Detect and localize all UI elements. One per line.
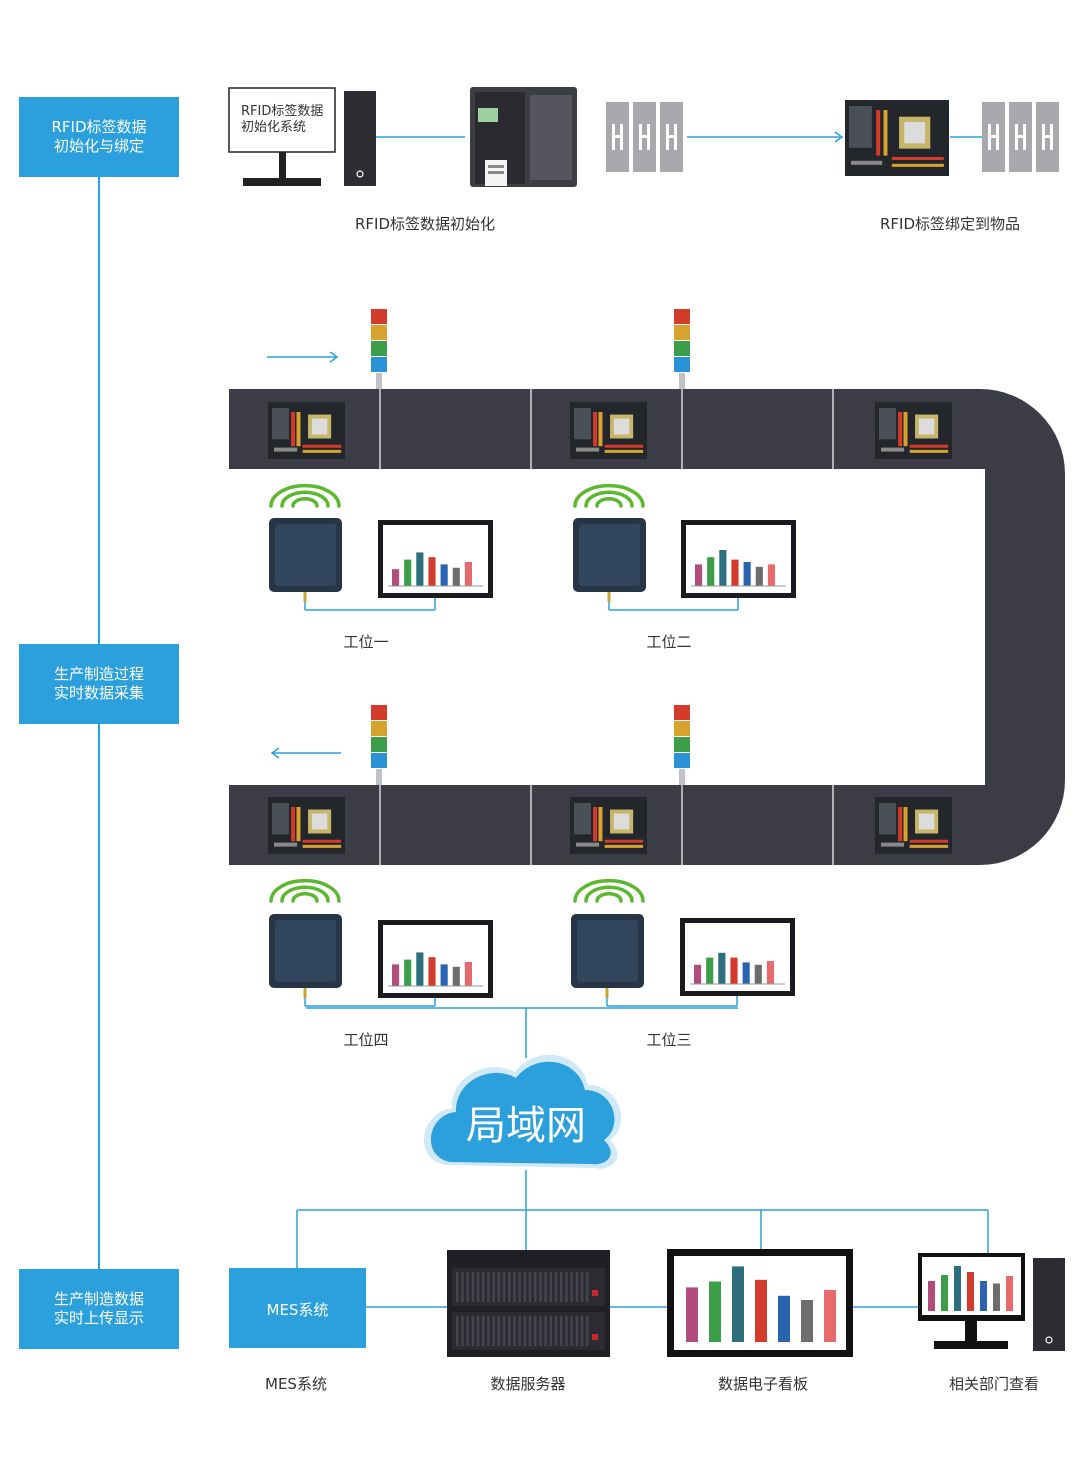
motherboard-icon <box>570 797 647 854</box>
rfid-reader-icon <box>573 518 646 602</box>
phase-upload-line2: 实时上传显示 <box>53 1309 144 1327</box>
init-system-label: RFID标签数据 初始化系统 <box>241 104 333 136</box>
tower-light-icon <box>674 309 690 389</box>
dashboard-icon <box>681 520 796 598</box>
station-label-2: 工位二 <box>646 633 692 651</box>
computer-icon <box>918 1253 1065 1351</box>
arrow-icon <box>267 351 339 363</box>
station-label-1: 工位一 <box>343 633 389 651</box>
phase-box-upload: 生产制造数据 实时上传显示 <box>19 1269 179 1349</box>
station-group <box>571 878 795 1007</box>
cloud-label: 局域网 <box>466 1103 586 1149</box>
phase-init-line2: 初始化与绑定 <box>53 137 144 155</box>
arrow-icon <box>270 747 341 759</box>
motherboard-icon <box>845 100 949 176</box>
phase-upload-line1: 生产制造数据 <box>53 1290 144 1308</box>
phase-init-line1: RFID标签数据 <box>51 118 147 136</box>
dashboard-icon <box>378 520 493 598</box>
station-group <box>269 878 493 1007</box>
rfid-reader-icon <box>269 518 342 602</box>
station-group <box>573 483 796 611</box>
phase-box-init: RFID标签数据 初始化与绑定 <box>19 97 179 177</box>
caption-mes: MES系统 <box>265 1375 327 1393</box>
phase-collect-line2: 实时数据采集 <box>53 684 144 702</box>
motherboard-icon <box>845 100 949 176</box>
server-icon <box>447 1250 610 1357</box>
tower-light-icon <box>371 705 387 785</box>
motherboard-icon <box>268 797 345 854</box>
phase-box-collect: 生产制造过程 实时数据采集 <box>19 644 179 724</box>
rfid-reader-icon <box>571 914 644 998</box>
wifi-icon <box>573 878 645 903</box>
wifi-icon <box>269 878 341 903</box>
motherboard-icon <box>875 402 952 459</box>
init-system-label-line2: 初始化系统 <box>241 120 307 135</box>
wifi-icon <box>573 483 645 508</box>
mes-box-label: MES系统 <box>266 1301 329 1319</box>
dashboard-icon <box>378 920 493 998</box>
computer-icon <box>228 87 376 186</box>
conveyor-belt <box>229 389 1065 865</box>
wifi-icon <box>269 483 341 508</box>
motherboard-icon <box>875 797 952 854</box>
rfid-tag-icon <box>606 102 683 172</box>
caption-board: 数据电子看板 <box>717 1375 808 1393</box>
motherboard-icon <box>268 402 345 459</box>
caption-dept: 相关部门查看 <box>948 1375 1039 1393</box>
station-group <box>269 483 493 611</box>
tower-light-icon <box>674 705 690 785</box>
tower-light-icon <box>371 309 387 389</box>
rfid-reader-icon <box>269 914 342 998</box>
rfid-tag-icon <box>982 102 1059 172</box>
station-label-3: 工位三 <box>646 1031 692 1049</box>
caption-server: 数据服务器 <box>490 1375 566 1393</box>
phase-collect-line1: 生产制造过程 <box>53 665 144 683</box>
init-system-label-line1: RFID标签数据 <box>241 104 324 119</box>
printer-icon <box>470 87 577 187</box>
station-label-4: 工位四 <box>343 1031 389 1049</box>
caption-init: RFID标签数据初始化 <box>354 215 496 233</box>
motherboard-icon <box>570 402 647 459</box>
dashboard-icon <box>680 918 795 996</box>
caption-bind: RFID标签绑定到物品 <box>879 215 1021 233</box>
dashboard-icon <box>667 1249 853 1357</box>
